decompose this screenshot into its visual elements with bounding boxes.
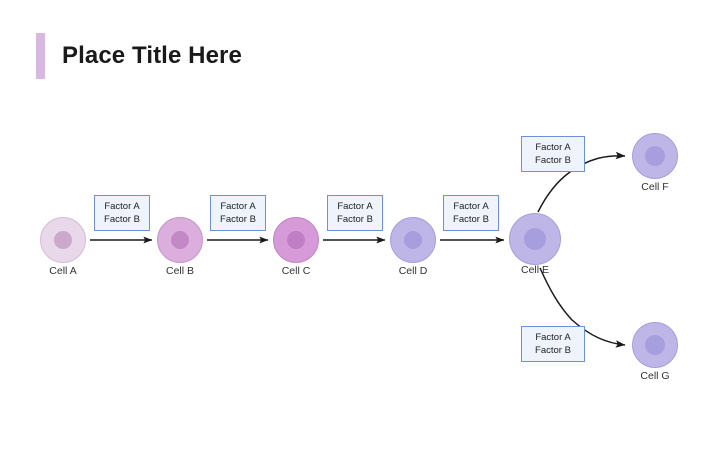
- factor-box-line-a: Factor A: [535, 142, 571, 153]
- cell-label: Cell A: [49, 265, 77, 277]
- factor-box-5[interactable]: Factor A Factor B: [521, 136, 585, 172]
- cell-nucleus: [645, 146, 665, 166]
- factor-box-6[interactable]: Factor A Factor B: [521, 326, 585, 362]
- factor-box-1[interactable]: Factor A Factor B: [94, 195, 150, 231]
- cell-node-cell-e[interactable]: Cell E: [509, 213, 561, 276]
- cell-node-cell-f[interactable]: Cell F: [632, 133, 678, 193]
- cell-nucleus: [54, 231, 72, 249]
- factor-box-3[interactable]: Factor A Factor B: [327, 195, 383, 231]
- factor-box-line-b: Factor B: [453, 214, 489, 225]
- cell-body: [273, 217, 319, 263]
- cell-node-cell-d[interactable]: Cell D: [390, 217, 436, 277]
- title-accent-bar: [36, 33, 45, 79]
- cell-label: Cell G: [640, 370, 670, 382]
- cell-node-cell-c[interactable]: Cell C: [273, 217, 319, 277]
- page-title: Place Title Here: [36, 32, 242, 80]
- cell-nucleus: [171, 231, 189, 249]
- factor-box-line-a: Factor A: [453, 201, 489, 212]
- cell-label: Cell D: [398, 265, 428, 277]
- cell-nucleus: [524, 228, 546, 250]
- factor-box-line-a: Factor A: [220, 201, 256, 212]
- cell-nucleus: [287, 231, 305, 249]
- page-title-text: Place Title Here: [62, 42, 242, 69]
- cell-label: Cell F: [641, 181, 669, 193]
- cell-body: [509, 213, 561, 265]
- factor-box-4[interactable]: Factor A Factor B: [443, 195, 499, 231]
- cell-node-cell-a[interactable]: Cell A: [40, 217, 86, 277]
- cell-body: [632, 133, 678, 179]
- factor-box-line-b: Factor B: [220, 214, 256, 225]
- factor-box-line-b: Factor B: [535, 345, 571, 356]
- cell-nucleus: [645, 335, 665, 355]
- factor-box-line-a: Factor A: [535, 332, 571, 343]
- factor-box-line-a: Factor A: [104, 201, 140, 212]
- cell-label: Cell B: [165, 265, 195, 277]
- cell-label: Cell C: [281, 265, 311, 277]
- cell-nucleus: [404, 231, 422, 249]
- factor-box-line-a: Factor A: [337, 201, 373, 212]
- cell-body: [390, 217, 436, 263]
- factor-box-line-b: Factor B: [104, 214, 140, 225]
- cell-label: Cell E: [520, 264, 550, 276]
- factor-box-2[interactable]: Factor A Factor B: [210, 195, 266, 231]
- factor-box-line-b: Factor B: [535, 155, 571, 166]
- cell-node-cell-g[interactable]: Cell G: [632, 322, 678, 382]
- factor-box-line-b: Factor B: [337, 214, 373, 225]
- cell-node-cell-b[interactable]: Cell B: [157, 217, 203, 277]
- cell-body: [157, 217, 203, 263]
- cell-body: [632, 322, 678, 368]
- cell-body: [40, 217, 86, 263]
